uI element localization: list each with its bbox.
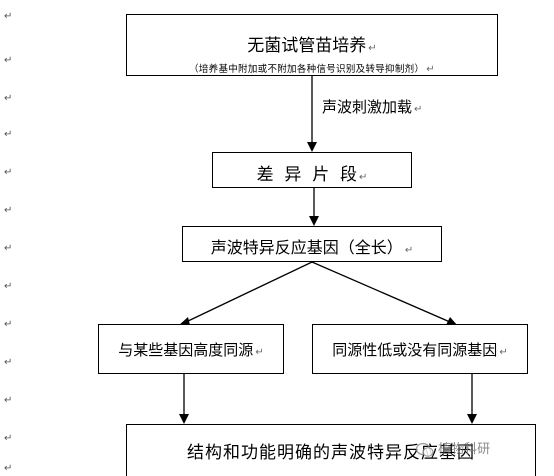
node-gene-full: 声波特异反应基因（全长）↵ [182, 226, 442, 262]
node-subtitle: （培养基中附加或不附加各种信号识别及转导抑制剂） [189, 64, 425, 75]
paragraph-mark: ↵ [4, 357, 13, 368]
paragraph-mark: ↵ [4, 433, 13, 444]
node-diff-fragment: 差 异 片 段↵ [212, 152, 412, 188]
paragraph-mark: ↵ [4, 281, 13, 292]
paragraph-mark: ↵ [4, 463, 13, 474]
paragraph-mark: ↵ [4, 243, 13, 254]
arrow-to-diff-fragment [307, 76, 317, 152]
paragraph-mark: ↵ [4, 395, 13, 406]
wechat-icon [415, 442, 434, 457]
arrows-split-homology [178, 262, 458, 326]
paragraph-mark: ↵ [4, 167, 13, 178]
paragraph-mark: ↵ [4, 319, 13, 330]
node-homolog-low: 同源性低或没有同源基因↵ [312, 324, 528, 374]
node-title: 无菌试管苗培养 [247, 36, 367, 56]
paragraph-mark: ↵ [4, 11, 13, 22]
paragraph-mark: ↵ [4, 93, 13, 104]
arrow-to-gene-full [309, 188, 319, 226]
arrow-right-to-final [467, 374, 477, 424]
paragraph-mark: ↵ [4, 55, 13, 66]
node-final-gene: 结构和功能明确的声波特异反应基因 [126, 424, 536, 476]
node-homolog-high: 与某些基因高度同源↵ [98, 324, 284, 374]
edge-label-sound-stimulation: 声波刺激加载↵ [322, 98, 423, 116]
paragraph-mark: ↵ [4, 129, 13, 140]
arrow-left-to-final [179, 374, 189, 424]
watermark: 植物科研 [415, 438, 490, 458]
paragraph-mark: ↵ [4, 205, 13, 216]
node-tissue-culture: 无菌试管苗培养↵ （培养基中附加或不附加各种信号识别及转导抑制剂）↵ [126, 14, 498, 76]
